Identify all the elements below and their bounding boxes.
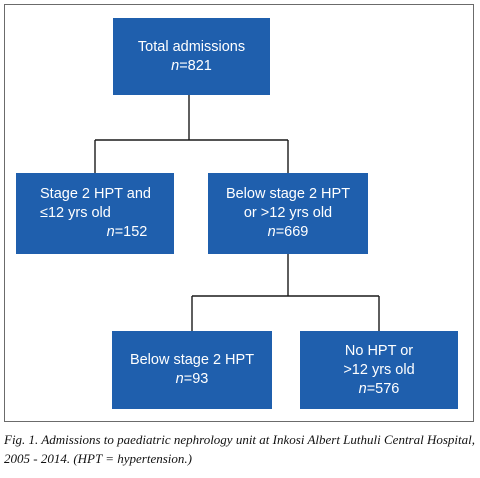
n-value: =821: [179, 57, 212, 74]
n-value: =669: [275, 224, 309, 240]
n-label: n: [106, 224, 115, 240]
n-value: =576: [366, 380, 400, 397]
node-no-hpt-count: n=576: [359, 380, 400, 399]
n-value: =93: [183, 371, 209, 387]
figure-caption: Fig. 1. Admissions to paediatric nephrol…: [4, 432, 476, 466]
node-total-line-1: Total admissions: [137, 38, 246, 55]
node-below-stage2-line-1: Below stage 2 HPT: [129, 352, 255, 368]
node-below-or-older-line-1: Below stage 2 HPT: [225, 186, 351, 202]
n-label: n: [267, 224, 276, 240]
node-below-stage2: Below stage 2 HPT n=93: [112, 331, 272, 409]
node-no-hpt: No HPT or >12 yrs old n=576: [300, 331, 458, 409]
node-stage2-count: n=152: [67, 223, 148, 242]
n-label: n: [175, 371, 184, 387]
n-label: n: [171, 57, 180, 74]
node-stage2-line-2: ≤12 yrs old: [40, 205, 111, 221]
node-no-hpt-line-2: >12 yrs old: [343, 361, 415, 378]
node-below-or-older-count: n=669: [268, 223, 309, 242]
node-total-admissions: Total admissions n=821: [113, 18, 270, 95]
n-value: =152: [114, 224, 148, 240]
node-below-or-older-line-2: or >12 yrs old: [243, 205, 333, 221]
node-no-hpt-line-1: No HPT or: [344, 342, 414, 359]
node-below-or-older: Below stage 2 HPT or >12 yrs old n=669: [208, 173, 368, 254]
node-total-count: n=821: [171, 57, 212, 76]
node-stage2-hpt: Stage 2 HPT and ≤12 yrs old n=152: [16, 173, 174, 254]
node-below-stage2-count: n=93: [176, 370, 209, 389]
n-label: n: [358, 380, 367, 397]
node-stage2-line-1: Stage 2 HPT and: [40, 186, 151, 202]
